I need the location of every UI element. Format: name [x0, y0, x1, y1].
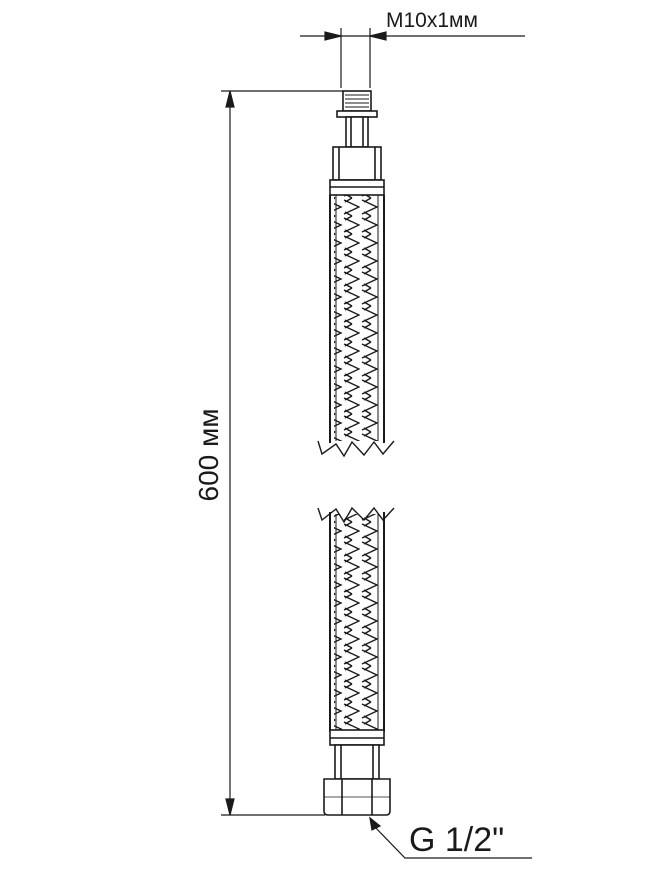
length-label: 600 мм [193, 409, 224, 502]
hose-upper-section [329, 195, 385, 443]
male-thread-fitting [329, 90, 385, 196]
hose-lower-section [329, 512, 385, 732]
nut-thread-label: G 1/2" [409, 821, 504, 859]
nut-leader-line [369, 816, 532, 859]
thread-dimension [300, 28, 525, 88]
length-dimension [221, 90, 343, 816]
female-nut-fitting [323, 729, 391, 816]
hose-break-symbol [317, 440, 395, 524]
thread-size-label: M10x1мм [386, 9, 478, 32]
